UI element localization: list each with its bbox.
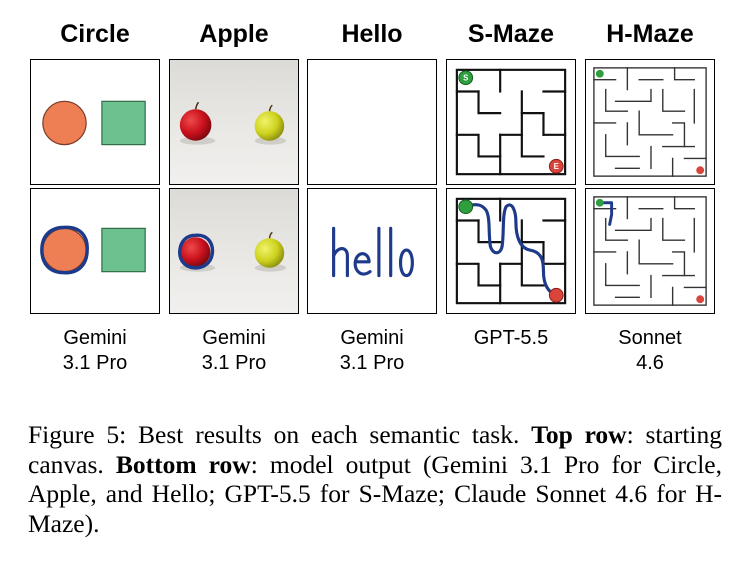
- hello-output-drawing: hello: [332, 226, 414, 278]
- solution-path: [464, 203, 557, 297]
- column-title-hello: Hello: [341, 20, 403, 48]
- start-marker: [595, 198, 604, 207]
- h-maze-output-canvas: [585, 188, 715, 314]
- model-label-apple: Gemini 3.1 Pro: [201, 327, 267, 374]
- hello-output-canvas: hello: [307, 188, 437, 314]
- end-marker-label: E: [554, 162, 559, 171]
- h-maze-start-canvas: [585, 59, 715, 185]
- end-marker: [696, 295, 705, 304]
- orange-circle: [42, 227, 87, 273]
- h-maze-output-drawing: [593, 196, 707, 306]
- hello-start-canvas: [307, 59, 437, 185]
- circle-output-canvas: [30, 188, 160, 314]
- column-title-s-maze: S-Maze: [467, 20, 555, 48]
- s-maze-output-canvas: [446, 188, 576, 314]
- circle-output-drawing: [40, 225, 146, 275]
- start-marker: [458, 70, 474, 86]
- yellow-apple: [254, 238, 285, 268]
- s-maze-start-drawing: S E: [455, 68, 567, 176]
- start-marker: [458, 199, 474, 215]
- apple-start-photo: [170, 60, 298, 184]
- apple-start-canvas: [169, 59, 299, 185]
- model-label-s-maze: GPT-5.5: [473, 327, 549, 349]
- end-marker: [548, 158, 564, 174]
- column-title-h-maze: H-Maze: [606, 20, 694, 48]
- red-apple: [180, 237, 211, 267]
- start-marker: [595, 69, 604, 78]
- green-square: [101, 100, 146, 146]
- model-circle-stroke: [40, 225, 89, 275]
- s-maze-start-canvas: S E: [446, 59, 576, 185]
- apple-output-canvas: [169, 188, 299, 314]
- model-label-h-maze: Sonnet 4.6: [618, 327, 682, 374]
- h-maze-start-drawing: [593, 67, 707, 177]
- yellow-apple: [254, 111, 285, 141]
- circle-start-drawing: [42, 100, 146, 146]
- circle-start-canvas: [30, 59, 160, 185]
- partial-solution-path: [598, 201, 614, 226]
- red-apple: [179, 109, 212, 141]
- s-maze-output-drawing: [455, 197, 567, 305]
- orange-circle: [42, 100, 87, 146]
- column-title-apple: Apple: [199, 20, 269, 48]
- model-label-circle: Gemini 3.1 Pro: [62, 327, 128, 374]
- end-marker: [548, 287, 564, 303]
- start-marker-label: S: [463, 74, 468, 83]
- figure-caption: Figure 5: Best results on each semantic …: [28, 420, 722, 538]
- apple-output-photo: [170, 189, 298, 313]
- column-title-circle: Circle: [60, 20, 130, 48]
- model-circle-stroke: [178, 233, 215, 270]
- model-label-hello: Gemini 3.1 Pro: [339, 327, 405, 374]
- green-square: [101, 227, 146, 273]
- end-marker: [696, 166, 705, 175]
- handwritten-hello-strokes: [332, 226, 414, 278]
